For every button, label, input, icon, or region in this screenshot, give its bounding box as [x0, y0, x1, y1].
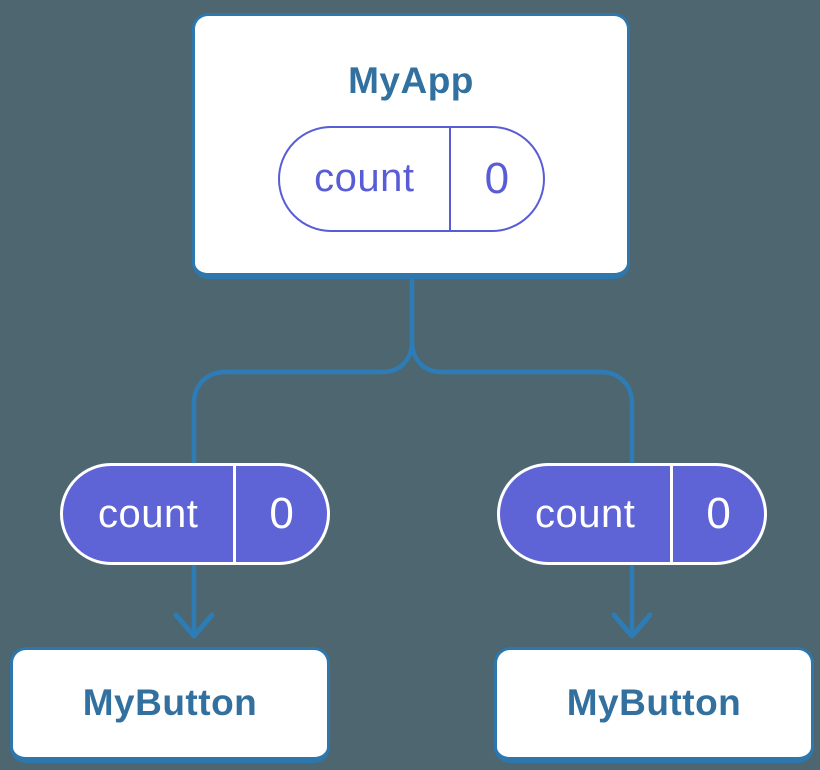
prop-pill-name-cell: count [63, 466, 237, 562]
state-pill-value-cell: 0 [451, 128, 542, 230]
prop-name-label: count [534, 491, 636, 536]
prop-pill-right: count 0 [497, 463, 767, 565]
node-mybutton-title: MyButton [566, 682, 742, 724]
node-mybutton-title: MyButton [82, 682, 258, 724]
node-myapp-title: MyApp [348, 60, 474, 102]
prop-value-label: 0 [706, 489, 731, 538]
prop-pill-value-cell: 0 [673, 466, 764, 562]
prop-value-label: 0 [269, 489, 294, 538]
state-pill-name-cell: count [280, 127, 452, 230]
node-mybutton-right: MyButton [494, 647, 814, 763]
branch-left-line [191, 278, 415, 465]
prop-name-label: count [97, 491, 199, 536]
prop-pill-name-cell: count [500, 466, 674, 562]
state-pill-myapp: count 0 [277, 125, 545, 232]
prop-pill-left: count 0 [60, 463, 330, 565]
state-name-label: count [314, 156, 415, 201]
arrow-right-head [611, 612, 653, 639]
prop-pill-value-cell: 0 [236, 466, 327, 562]
node-mybutton-left: MyButton [10, 647, 330, 763]
branch-right-line [409, 338, 635, 465]
arrow-left-head [173, 612, 215, 639]
node-myapp: MyApp count 0 [192, 13, 630, 279]
state-value-label: 0 [484, 153, 510, 203]
